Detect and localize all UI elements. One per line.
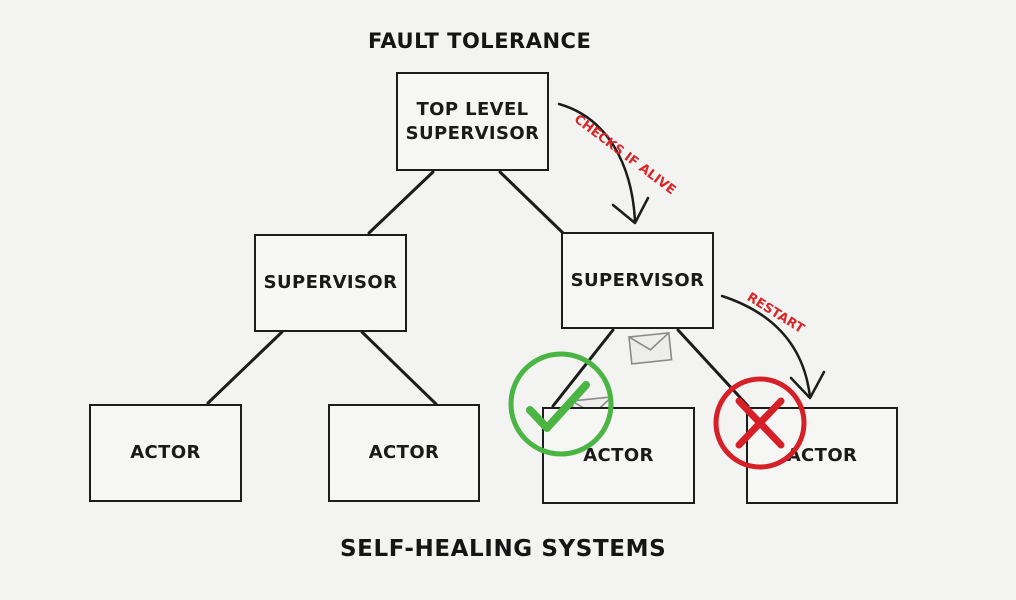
top-supervisor-line-1: TOP LEVEL <box>416 98 529 120</box>
envelope-icon-upper <box>628 331 673 365</box>
connector-left-to-actor-2 <box>360 330 438 406</box>
top-level-supervisor-node: TOP LEVEL SUPERVISOR <box>396 72 549 171</box>
checks-arrow <box>557 102 637 223</box>
connector-left-to-actor-1 <box>206 330 284 405</box>
connector-top-to-right <box>498 170 565 235</box>
supervisor-left-node: SUPERVISOR <box>254 234 407 332</box>
connector-top-to-left <box>367 170 435 235</box>
connector-right-to-actor-4 <box>676 328 750 408</box>
restart-arrow <box>720 294 812 399</box>
actor-node-2: ACTOR <box>328 404 480 502</box>
diagram-footer: SELF-HEALING SYSTEMS <box>340 536 667 562</box>
checks-arrow-head <box>611 196 650 225</box>
supervisor-right-node: SUPERVISOR <box>561 232 714 329</box>
actor-node-4: ACTOR <box>746 407 898 504</box>
actor-node-1: ACTOR <box>89 404 242 502</box>
connector-right-to-actor-3 <box>551 328 615 408</box>
top-supervisor-line-2: SUPERVISOR <box>405 122 540 144</box>
actor-node-3: ACTOR <box>542 407 695 504</box>
diagram-title: FAULT TOLERANCE <box>368 29 592 53</box>
